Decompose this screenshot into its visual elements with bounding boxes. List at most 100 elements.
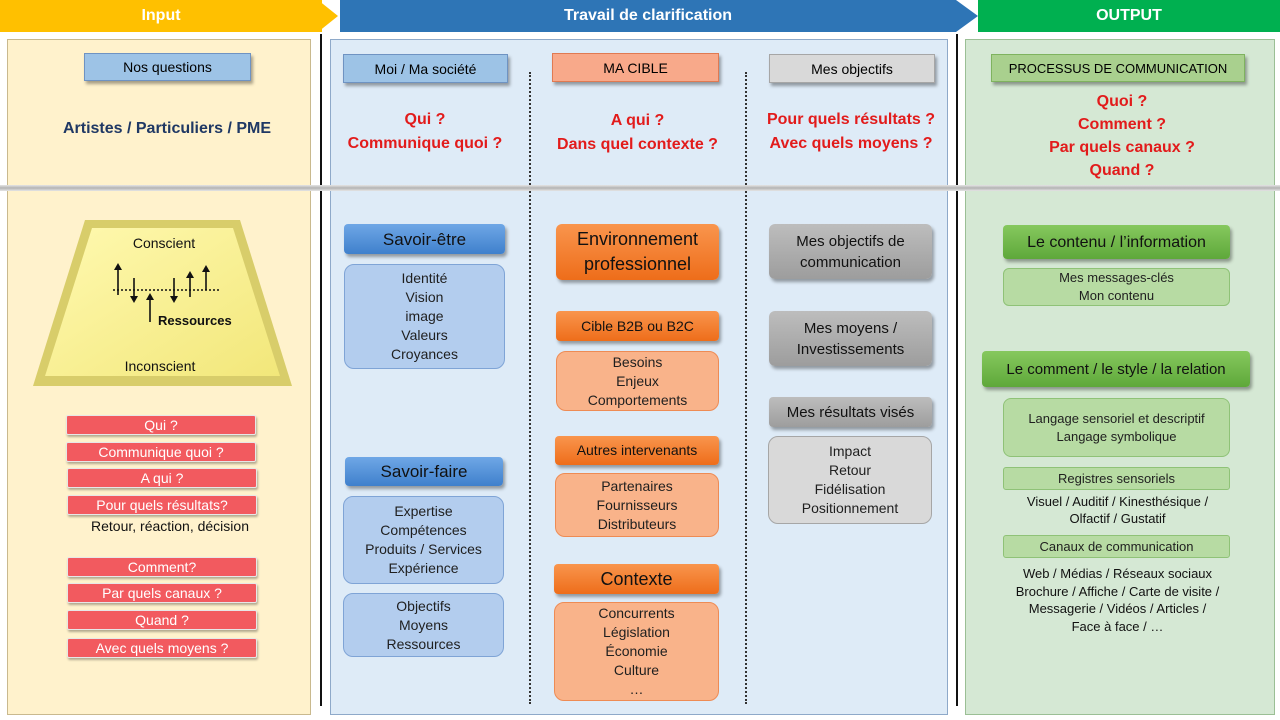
registres-text: Registres sensoriels — [1057, 471, 1176, 486]
list-item: … — [629, 681, 644, 697]
savoir-faire-button: Savoir-faire — [345, 457, 503, 486]
canaux-text: Canaux de communication — [1039, 539, 1194, 554]
moi-question: Communique quoi ? — [347, 135, 503, 152]
cible-b2b-text: Cible B2B ou B2C — [581, 317, 694, 334]
question-pill: Avec quels moyens ? — [67, 638, 257, 658]
text-line: Messagerie / Vidéos / Articles / — [1028, 601, 1207, 616]
autres-intervenants-text: Autres intervenants — [576, 442, 698, 458]
objectifs-question: Pour quels résultats ? — [766, 111, 936, 128]
question-pill: Par quels canaux ? — [67, 583, 257, 603]
moi-label-text: Moi / Ma société — [374, 60, 477, 77]
objectifs-moyens-list: Objectifs Moyens Ressources — [343, 593, 504, 657]
registres-text-block: Visuel / Auditif / Kinesthésique / Olfac… — [985, 493, 1250, 527]
list-item: Fournisseurs — [596, 496, 678, 513]
objectifs-questions: Pour quels résultats ? Avec quels moyens… — [756, 108, 946, 156]
output-question: Quoi ? — [1096, 93, 1148, 110]
dotted-separator — [529, 72, 531, 704]
contenu-text: Le contenu / l’information — [1027, 233, 1206, 251]
environnement-text: Environnement — [576, 229, 699, 249]
list-item: Comportements — [587, 391, 688, 408]
savoir-faire-list: Expertise Compétences Produits / Service… — [343, 496, 504, 584]
question-pill: A qui ? — [67, 468, 257, 488]
objectifs-communication-text: Mes objectifs de — [796, 232, 905, 250]
objectifs-label-text: Mes objectifs — [811, 60, 893, 77]
contexte-list: Concurrents Législation Économie Culture… — [554, 602, 719, 701]
horizontal-divider — [0, 185, 1280, 191]
question-pill: Quand ? — [67, 610, 257, 630]
list-item: Mes messages-clés — [1059, 270, 1174, 285]
list-item: Enjeux — [616, 372, 659, 389]
list-item: Retour — [828, 462, 872, 478]
output-question: Quand ? — [1089, 162, 1155, 179]
cible-question: Dans quel contexte ? — [557, 136, 718, 153]
canaux-label: Canaux de communication — [1003, 535, 1230, 558]
environnement-button: Environnement professionnel — [556, 224, 719, 280]
output-question: Comment ? — [1078, 116, 1166, 133]
list-item: Valeurs — [401, 327, 448, 343]
resultats-button: Mes résultats visés — [769, 397, 932, 427]
text-line: Visuel / Auditif / Kinesthésique / — [1026, 494, 1209, 509]
ressources-label: Ressources — [158, 313, 232, 328]
list-item: Langage sensoriel et descriptif — [1028, 410, 1205, 426]
retour-text: Retour, réaction, décision — [91, 518, 249, 534]
list-item: Expertise — [394, 503, 453, 519]
nos-questions-text: Nos questions — [123, 59, 212, 75]
list-item: Objectifs — [396, 597, 451, 614]
moyens-button: Mes moyens / Investissements — [769, 311, 932, 366]
nos-questions-label: Nos questions — [84, 53, 251, 81]
list-item: Ressources — [386, 635, 461, 652]
list-item: Croyances — [391, 346, 458, 362]
moyens-text: Mes moyens / — [803, 319, 898, 337]
environnement-text: professionnel — [583, 254, 692, 274]
text-line: Face à face / … — [1071, 618, 1164, 634]
input-header-label: Input — [141, 7, 181, 24]
processus-label: PROCESSUS DE COMMUNICATION — [991, 54, 1245, 82]
list-item: Vision — [405, 289, 444, 305]
dotted-separator — [745, 72, 747, 704]
question-pill: Pour quels résultats? — [67, 495, 257, 515]
list-item: Langage symbolique — [1056, 428, 1177, 444]
comment-style-text: Le comment / le style / la relation — [1006, 360, 1226, 378]
audience-title: Artistes / Particuliers / PME — [62, 120, 272, 137]
output-header-label: OUTPUT — [1096, 7, 1162, 24]
objectifs-question: Avec quels moyens ? — [769, 135, 933, 152]
output-questions: Quoi ? Comment ? Par quels canaux ? Quan… — [1020, 90, 1224, 182]
savoir-etre-button: Savoir-être — [344, 224, 505, 254]
list-item: Concurrents — [598, 605, 675, 621]
processus-label-text: PROCESSUS DE COMMUNICATION — [1008, 60, 1228, 76]
output-header: OUTPUT — [978, 0, 1280, 32]
inconscient-label: Inconscient — [124, 358, 196, 374]
resultats-text: Mes résultats visés — [786, 403, 915, 421]
moyens-text: Investissements — [796, 340, 905, 358]
autres-intervenants-list: Partenaires Fournisseurs Distributeurs — [555, 473, 719, 537]
list-item: Impact — [828, 443, 871, 459]
list-item: Moyens — [398, 616, 449, 633]
autres-intervenants-button: Autres intervenants — [555, 436, 719, 465]
list-item: Expérience — [388, 560, 459, 576]
contenu-list: Mes messages-clés Mon contenu — [1003, 268, 1230, 306]
moi-question: Qui ? — [404, 111, 446, 128]
resultats-list: Impact Retour Fidélisation Positionnemen… — [768, 436, 932, 524]
awareness-trapezoid — [33, 220, 292, 386]
objectifs-label: Mes objectifs — [769, 54, 935, 83]
cible-question: A qui ? — [610, 112, 665, 129]
output-question: Par quels canaux ? — [1049, 139, 1195, 156]
text-line: Olfactif / Gustatif — [1069, 511, 1166, 526]
objectifs-communication-button: Mes objectifs de communication — [769, 224, 932, 279]
comment-style-button: Le comment / le style / la relation — [982, 351, 1250, 387]
cible-b2b-list: Besoins Enjeux Comportements — [556, 351, 719, 411]
list-item: Législation — [603, 624, 670, 640]
list-item: Compétences — [380, 522, 467, 538]
savoir-faire-text: Savoir-faire — [380, 462, 468, 481]
list-item: Économie — [605, 643, 668, 659]
registres-label: Registres sensoriels — [1003, 467, 1230, 490]
question-pill: Qui ? — [66, 415, 256, 435]
contexte-text: Contexte — [600, 568, 673, 589]
moi-questions: Qui ? Communique quoi ? — [330, 108, 520, 156]
clarification-header-label: Travail de clarification — [563, 7, 733, 24]
list-item: Distributeurs — [597, 515, 677, 532]
arrow-right-icon — [318, 0, 338, 32]
separator-line — [956, 34, 958, 706]
list-item: Besoins — [612, 353, 663, 370]
conscient-label: Conscient — [132, 235, 196, 251]
